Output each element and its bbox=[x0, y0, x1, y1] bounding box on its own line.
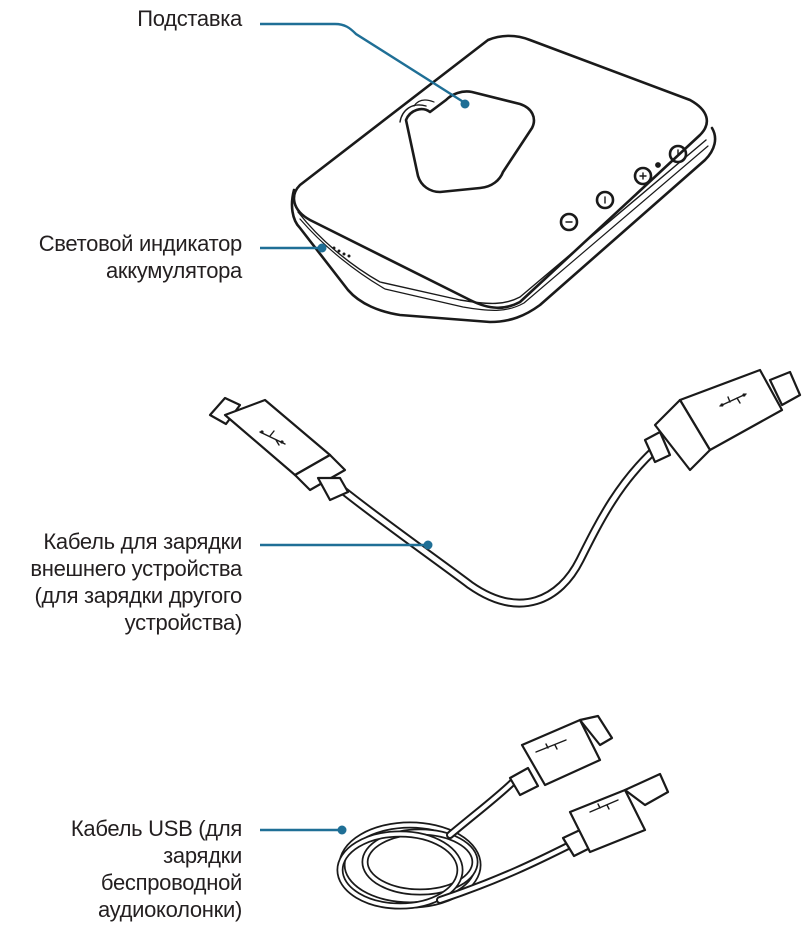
callout-label-battery-indicator: Световой индикатор аккумулятора bbox=[0, 230, 243, 284]
callout-label-external-charging-cable: Кабель для зарядки внешнего устройства (… bbox=[0, 528, 242, 636]
callout-label-stand: Подставка bbox=[60, 5, 242, 32]
label-line: внешнего устройства bbox=[30, 556, 242, 581]
callout-dot-external-charging-cable bbox=[423, 540, 433, 550]
label-line: беспроводной bbox=[100, 870, 242, 895]
callout-label-usb-cable: Кабель USB (для зарядки беспроводной ауд… bbox=[0, 815, 242, 923]
label-line: зарядки bbox=[163, 843, 242, 868]
label-line: устройства) bbox=[124, 610, 243, 635]
callout-lines bbox=[260, 22, 470, 835]
usb-cable-illustration bbox=[336, 714, 670, 910]
callout-dot-battery-indicator bbox=[317, 243, 327, 253]
speaker-device-illustration bbox=[290, 34, 717, 324]
label-line: Световой индикатор bbox=[38, 231, 243, 256]
callout-dot-stand bbox=[460, 99, 470, 109]
short-cable-illustration bbox=[208, 368, 802, 608]
label-line: аудиоколонки) bbox=[97, 897, 242, 922]
label-line: Кабель для зарядки bbox=[43, 529, 242, 554]
label-line: (для зарядки другого bbox=[34, 583, 243, 608]
callout-dot-usb-cable bbox=[337, 825, 347, 835]
label-line: Кабель USB (для bbox=[70, 816, 242, 841]
callout-line-stand bbox=[260, 22, 466, 105]
label-line: аккумулятора bbox=[105, 258, 242, 283]
label-line: Подставка bbox=[137, 6, 242, 31]
